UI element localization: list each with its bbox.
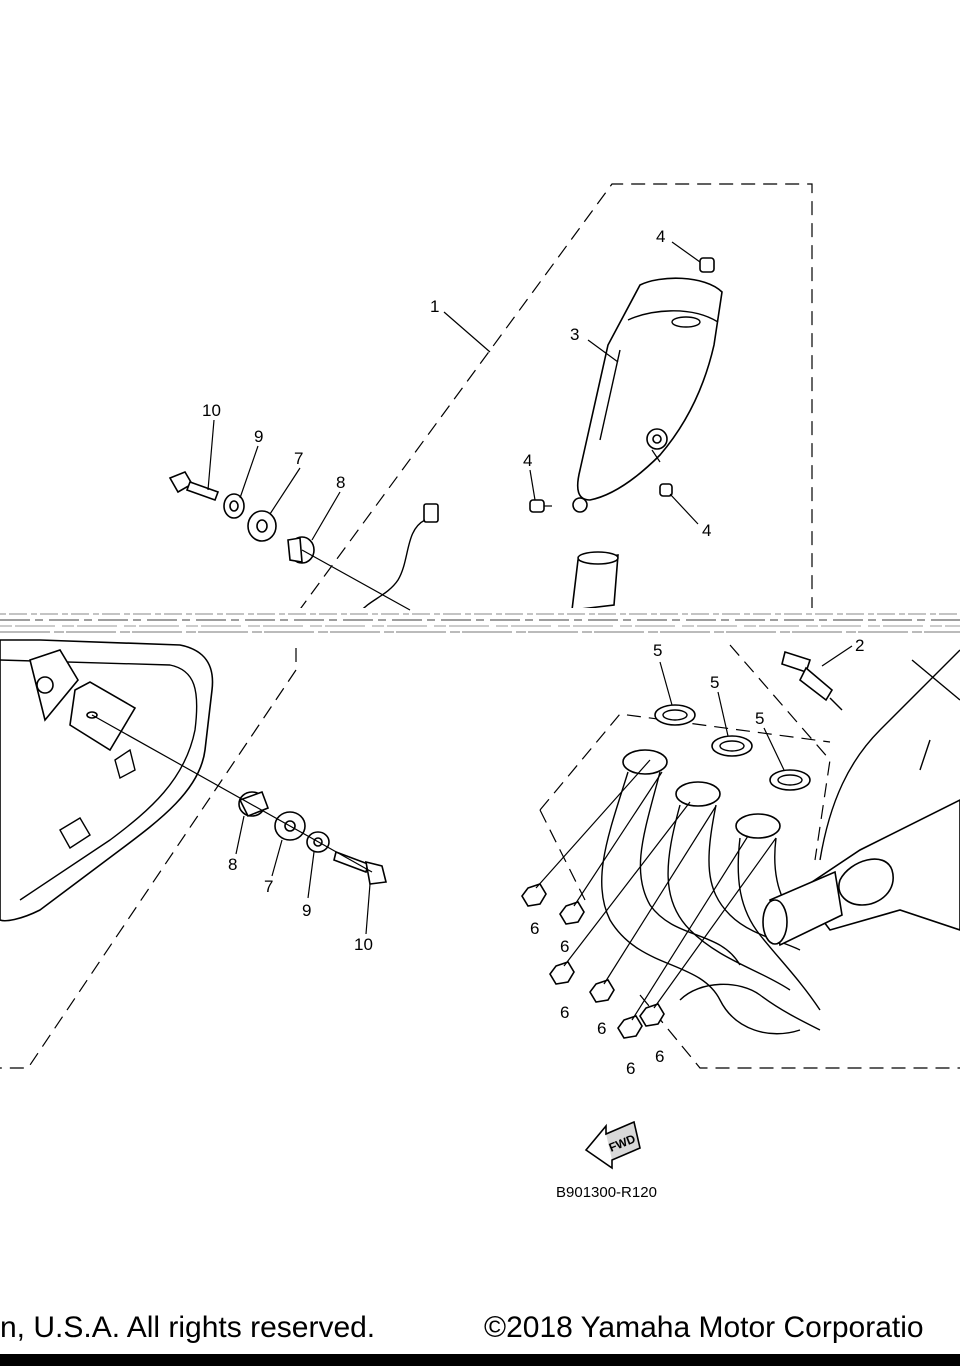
bolt-10-upper xyxy=(168,471,220,502)
callout-4-left: 4 xyxy=(523,451,532,470)
tail-panel xyxy=(0,639,214,922)
screw-4-top xyxy=(699,257,715,273)
callout-10-upper: 10 xyxy=(202,401,221,420)
mount-axis-line-upper xyxy=(301,549,411,611)
gasket-5-a xyxy=(654,704,696,726)
nut-6-d xyxy=(589,979,615,1003)
callout-6-f: 6 xyxy=(655,1047,664,1066)
fwd-arrow-icon: FWD xyxy=(584,1120,641,1170)
callout-3: 3 xyxy=(570,325,579,344)
screw-4-left xyxy=(529,499,552,513)
callout-6-d: 6 xyxy=(597,1019,606,1038)
stud-line-c xyxy=(563,801,691,967)
muffler-protector xyxy=(572,277,723,513)
callout-5-c: 5 xyxy=(755,709,764,728)
callout-6-b: 6 xyxy=(560,937,569,956)
nut-6-c xyxy=(549,961,575,985)
leader-lines xyxy=(207,241,853,935)
callout-9-upper: 9 xyxy=(254,427,263,446)
stud-line-a xyxy=(535,759,651,889)
copyright-left: n, U.S.A. All rights reserved. xyxy=(0,1311,376,1344)
gasket-5-c xyxy=(769,769,811,791)
callout-8-upper: 8 xyxy=(336,473,345,492)
callout-1: 1 xyxy=(430,297,439,316)
scan-noise-band xyxy=(0,608,960,638)
washer-9-upper xyxy=(223,493,245,519)
callout-4-right: 4 xyxy=(702,521,711,540)
stud-line-b xyxy=(573,771,663,907)
grommet-7-upper xyxy=(247,510,277,542)
screw-4-right xyxy=(659,483,673,497)
stud-line-d xyxy=(603,805,717,985)
collar-8-lower xyxy=(238,790,270,818)
muffler-tip xyxy=(571,551,619,611)
assembly-outline-upper xyxy=(297,183,813,613)
callouts: 1 2 3 4 4 4 5 5 5 6 6 6 6 6 6 7 7 8 8 9 … xyxy=(202,227,864,1078)
nut-6-b xyxy=(559,901,585,925)
stud-line-f xyxy=(653,837,777,1009)
mount-axis-line-lower xyxy=(91,714,373,873)
exhaust-header-pipes xyxy=(600,749,821,1035)
muffler-body xyxy=(762,649,960,947)
callout-5-a: 5 xyxy=(653,641,662,660)
callout-9-lower: 9 xyxy=(302,901,311,920)
callout-2: 2 xyxy=(855,636,864,655)
callout-10-lower: 10 xyxy=(354,935,373,954)
callout-7-upper: 7 xyxy=(294,449,303,468)
callout-8-lower: 8 xyxy=(228,855,237,874)
callout-6-c: 6 xyxy=(560,1003,569,1022)
nut-6-a xyxy=(521,883,547,907)
callout-7-lower: 7 xyxy=(264,877,273,896)
o2-sensor xyxy=(781,650,843,711)
nut-6-e xyxy=(617,1015,643,1039)
collar-8-upper xyxy=(287,536,315,564)
stud-line-e xyxy=(631,835,749,1021)
diagram-code: B901300-R120 xyxy=(556,1184,657,1201)
copyright-right: ©2018 Yamaha Motor Corporatio xyxy=(484,1311,924,1344)
sensor-lead xyxy=(359,503,439,613)
bottom-bar xyxy=(0,1354,960,1366)
callout-4-top: 4 xyxy=(656,227,665,246)
callout-5-b: 5 xyxy=(710,673,719,692)
gasket-5-b xyxy=(711,735,753,757)
callout-6-e: 6 xyxy=(626,1059,635,1078)
bolt-10-lower xyxy=(333,850,387,885)
callout-6-a: 6 xyxy=(530,919,539,938)
nut-6-f xyxy=(639,1003,665,1027)
